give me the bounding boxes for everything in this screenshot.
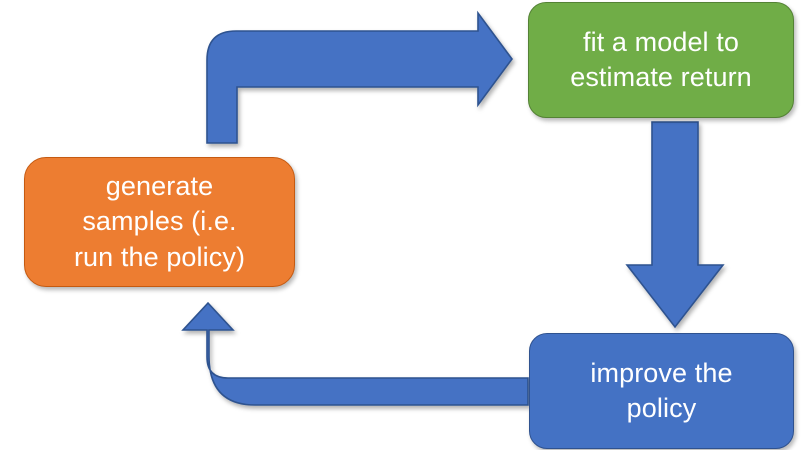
arrow-improve-to-generate (181, 301, 529, 406)
arrow-generate-to-fit (206, 10, 513, 144)
node-label-improve-policy: improve the policy (590, 357, 733, 423)
node-generate-samples[interactable]: generate samples (i.e. run the policy) (24, 157, 295, 287)
node-label-generate-samples: generate samples (i.e. run the policy) (73, 171, 246, 272)
node-fit-a-model-to-estimate-return[interactable]: fit a model to estimate return (528, 2, 794, 118)
node-improve-the-policy[interactable]: improve the policy (529, 333, 794, 449)
node-label-fit-model: fit a model to estimate return (570, 26, 752, 92)
arrow-fit-to-improve (625, 121, 725, 329)
